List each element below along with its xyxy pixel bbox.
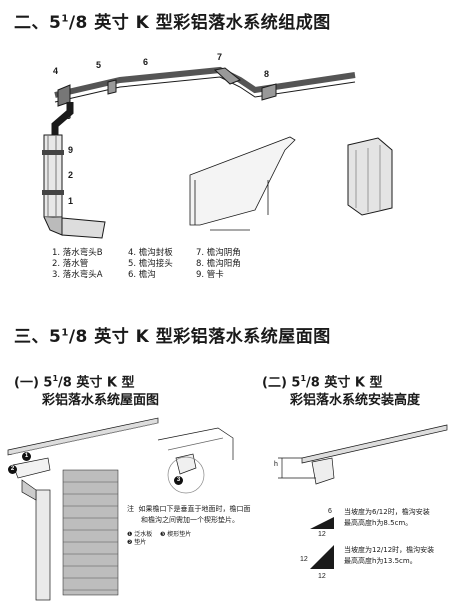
callout-2: 2 — [8, 465, 17, 474]
section-2-title: 二、51/8 英寸 K 型彩铝落水系统组成图 — [14, 8, 331, 33]
part-number-9: 9 — [68, 145, 74, 155]
eave-detail-inset — [157, 427, 234, 494]
gutter-drawing — [54, 66, 356, 107]
roof-note: 注 如果檐口下是垂直于地面时，檐口面 和檐沟之间需加一个楔形垫片。 — [127, 505, 251, 524]
callout-1: 1 — [22, 452, 31, 461]
title-prefix: 三、5 — [14, 327, 62, 347]
slope-1-rise: 6 — [328, 508, 332, 515]
legend-item: 5. 檐沟接头 — [128, 259, 173, 269]
legend-item: 3. 落水弯头A — [52, 270, 103, 280]
part-number-1: 1 — [68, 196, 74, 206]
components-diagram — [42, 66, 393, 239]
title-suffix: /8 英寸 K 型彩铝落水系统组成图 — [68, 13, 331, 33]
legend-item: 6. 檐沟 — [128, 270, 156, 280]
legend-item: 4. 檐沟封板 — [128, 248, 173, 258]
legend-item: 8. 檐沟阳角 — [196, 259, 241, 269]
brick-wall — [62, 469, 119, 596]
slope-12-12-icon — [310, 545, 334, 569]
slope-2-text: 当坡度为12/12时，檐沟安装 最高高度h为13.5cm。 — [344, 546, 435, 565]
downspout-drawing — [42, 102, 106, 239]
legend-column-1: 1. 落水弯头B 2. 落水管 3. 落水弯头A — [52, 248, 103, 281]
part-number-7: 7 — [217, 52, 223, 62]
legend-item: 9. 管卡 — [196, 270, 224, 280]
legend-item: 1. 落水弯头B — [52, 248, 103, 258]
slope-2-run: 12 — [318, 573, 326, 580]
part-number-2: 2 — [68, 170, 74, 180]
slope-1-text: 当坡度为6/12时，檐沟安装 最高高度h为8.5cm。 — [344, 508, 430, 527]
gutter-profile-drawing — [189, 136, 296, 231]
title-superscript: 1 — [61, 13, 69, 25]
part-number-5: 5 — [96, 60, 102, 70]
slope-1-run: 12 — [318, 531, 326, 538]
part-number-3: 3 — [66, 111, 72, 121]
legend-item: 7. 檐沟阴角 — [196, 248, 241, 258]
downspout-profile-drawing — [347, 137, 393, 216]
legend-column-3: 7. 檐沟阴角 8. 檐沟阳角 9. 管卡 — [196, 248, 241, 281]
legend-column-2: 4. 檐沟封板 5. 檐沟接头 6. 檐沟 — [128, 248, 173, 281]
subsection-1-title: (一) 51/8 英寸 K 型 彩铝落水系统屋面图 — [14, 374, 160, 409]
part-number-6: 6 — [143, 57, 149, 67]
title-superscript: 1 — [61, 327, 69, 339]
slope-6-12-icon — [310, 517, 334, 529]
roof-note-key: ❶ 泛水板 ❸ 楔形垫片 ❷ 垫片 — [127, 531, 192, 546]
install-height-drawing — [278, 424, 448, 485]
subsection-2-title: (二) 51/8 英寸 K 型 彩铝落水系统安装高度 — [262, 374, 421, 409]
roof-plan-drawing — [7, 417, 234, 601]
callout-3: 3 — [174, 476, 183, 485]
title-suffix: /8 英寸 K 型彩铝落水系统屋面图 — [68, 327, 331, 347]
part-number-8: 8 — [264, 69, 270, 79]
slope-2-rise: 12 — [300, 556, 308, 563]
legend-item: 2. 落水管 — [52, 259, 89, 269]
title-prefix: 二、5 — [14, 13, 62, 33]
part-number-4: 4 — [53, 66, 59, 76]
section-3-title: 三、51/8 英寸 K 型彩铝落水系统屋面图 — [14, 322, 331, 347]
height-label: h — [274, 461, 278, 468]
